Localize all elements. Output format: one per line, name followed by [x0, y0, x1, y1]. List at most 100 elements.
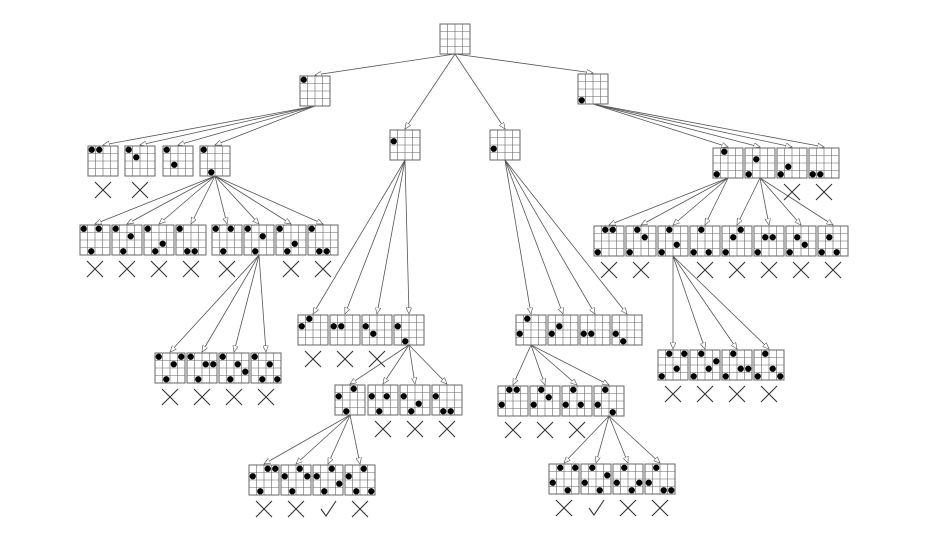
queen-piece — [538, 386, 545, 393]
edge-b-b3 — [377, 159, 406, 314]
queen-piece — [777, 373, 784, 380]
edge-a4-a4_2 — [127, 175, 216, 224]
queen-piece — [191, 248, 198, 255]
queen-piece — [666, 226, 673, 233]
queen-piece — [304, 473, 311, 480]
edge-d_3-d_3_3 — [672, 255, 737, 349]
edge-a4-a4_4 — [190, 175, 216, 224]
queen-piece — [296, 465, 303, 472]
queen-piece — [548, 330, 555, 337]
queen-piece — [557, 464, 564, 471]
edge-root-c — [454, 53, 505, 129]
edge-a4-a4_8 — [214, 175, 323, 225]
queen-piece — [376, 408, 383, 415]
board-a4_6_3 — [218, 352, 250, 406]
queen-piece — [152, 248, 159, 255]
queen-piece — [690, 249, 697, 256]
board-b1 — [297, 314, 329, 368]
queen-piece — [745, 171, 752, 178]
queen-piece — [220, 248, 227, 255]
board-c1_4_2 — [580, 463, 612, 516]
queen-piece — [754, 249, 761, 256]
queen-piece — [737, 365, 744, 372]
queen-piece — [350, 385, 357, 392]
edge-c1-c1_2 — [530, 344, 545, 385]
board-a4 — [199, 145, 231, 177]
edge-a-a4 — [215, 105, 316, 145]
queen-piece — [698, 350, 705, 357]
queen-piece — [291, 240, 298, 247]
queen-piece — [626, 249, 633, 256]
board-a4_6_2 — [186, 352, 218, 406]
queen-piece — [95, 225, 102, 232]
dead-end-cross-icon — [351, 500, 369, 518]
queen-piece — [242, 368, 249, 375]
queen-piece — [713, 171, 720, 178]
queen-piece — [208, 169, 215, 176]
board-b2 — [329, 314, 361, 368]
edge-b-b1 — [313, 159, 406, 314]
dead-end-cross-icon — [728, 385, 746, 403]
edge-d-d2 — [592, 103, 760, 147]
queen-piece — [276, 225, 283, 232]
dead-end-cross-icon — [792, 261, 810, 279]
dead-end-cross-icon — [568, 421, 586, 439]
dead-end-cross-icon — [504, 421, 522, 439]
queen-piece — [178, 353, 185, 360]
queen-piece — [343, 408, 350, 415]
queen-piece — [737, 226, 744, 233]
queen-piece — [673, 241, 680, 248]
queen-piece — [187, 353, 194, 360]
queen-piece — [577, 401, 584, 408]
board-d_6 — [753, 225, 785, 279]
queen-piece — [274, 376, 281, 383]
edge-c1-c1_3 — [530, 344, 577, 385]
queen-piece — [690, 373, 697, 380]
board-c1_4_1 — [548, 463, 580, 517]
queen-piece — [516, 330, 523, 337]
edge-d2-d_8 — [759, 177, 833, 225]
queen-piece — [721, 148, 728, 155]
dead-end-cross-icon — [304, 350, 322, 368]
queen-piece — [163, 376, 170, 383]
queen-piece — [210, 361, 217, 368]
queen-piece — [658, 249, 665, 256]
edge-a4_6-a4_6_3 — [234, 254, 260, 352]
dead-end-cross-icon — [664, 385, 682, 403]
edge-a-a3 — [178, 105, 316, 145]
dead-end-cross-icon — [161, 388, 179, 406]
queen-piece — [308, 225, 315, 232]
board-d_8 — [817, 225, 849, 279]
edge-d_3-d_3_2 — [672, 255, 705, 349]
board-b4_1_1 — [248, 464, 280, 518]
queen-piece — [440, 408, 447, 415]
board-c1_3 — [561, 385, 593, 439]
queen-piece — [668, 487, 675, 494]
queen-piece — [234, 361, 241, 368]
queen-piece — [589, 464, 596, 471]
board-c1_4 — [593, 385, 625, 417]
edge-c-c4 — [504, 159, 627, 314]
dead-end-cross-icon — [815, 183, 833, 201]
queen-piece — [336, 480, 343, 487]
board-a4_4 — [175, 224, 207, 278]
edge-root-a — [315, 53, 456, 75]
queen-piece — [658, 373, 665, 380]
queen-piece — [432, 393, 439, 400]
queen-piece — [176, 225, 183, 232]
edge-a-a1 — [103, 105, 316, 145]
board-b4_4 — [431, 384, 463, 438]
queen-piece — [786, 249, 793, 256]
edge-d1-d_4 — [704, 177, 729, 225]
board-d_2 — [625, 225, 657, 279]
board-b3 — [361, 314, 393, 368]
board-b4_2 — [367, 384, 399, 438]
queen-piece — [338, 323, 345, 330]
queen-piece — [762, 234, 769, 241]
queen-piece — [506, 386, 513, 393]
board-d_1 — [593, 225, 625, 279]
queen-piece — [545, 394, 552, 401]
queen-piece — [713, 358, 720, 365]
queen-piece — [330, 323, 337, 330]
